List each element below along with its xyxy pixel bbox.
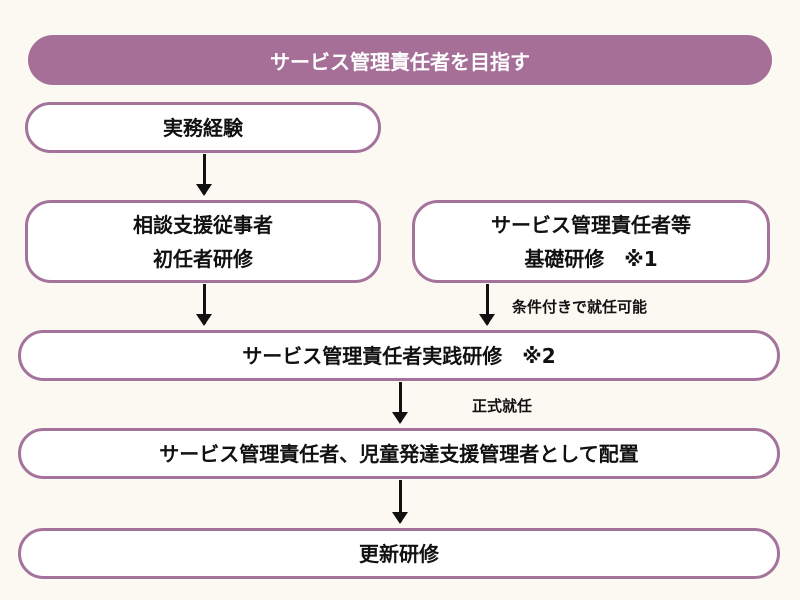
arrow-down-icon: [196, 154, 212, 196]
arrow-down-icon: [392, 382, 408, 424]
arrow-down-icon: [479, 284, 495, 326]
step-basic-training: サービス管理責任者等 基礎研修 ※1: [412, 200, 770, 283]
step-consult-training: 相談支援従事者 初任者研修: [25, 200, 381, 283]
step-label: 相談支援従事者: [133, 212, 273, 237]
step-label: 更新研修: [359, 541, 439, 566]
arrow-down-icon: [196, 284, 212, 326]
page-title: サービス管理責任者を目指す: [28, 35, 772, 85]
arrow-down-icon: [392, 480, 408, 524]
step-label: サービス管理責任者、児童発達支援管理者として配置: [159, 441, 639, 466]
official-label: 正式就任: [472, 397, 533, 415]
step-practical-training: サービス管理責任者実践研修 ※2: [18, 330, 780, 381]
conditional-label: 条件付きで就任可能: [512, 298, 648, 316]
step-renewal: 更新研修: [18, 528, 780, 579]
step-assignment: サービス管理責任者、児童発達支援管理者として配置: [18, 428, 780, 479]
step-label: 基礎研修 ※1: [524, 246, 658, 271]
step-label: サービス管理責任者実践研修 ※2: [242, 343, 556, 368]
step-label: サービス管理責任者等: [491, 212, 691, 237]
step-experience: 実務経験: [25, 102, 381, 153]
step-label: 初任者研修: [153, 246, 253, 271]
step-label: 実務経験: [163, 115, 243, 140]
